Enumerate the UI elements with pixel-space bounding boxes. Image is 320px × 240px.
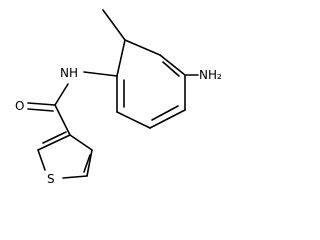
thiophene-bond [62, 175, 88, 179]
ring-double-bond [151, 105, 179, 121]
thiophene-double-bond [42, 131, 67, 144]
carbonyl-oxygen-label: O [15, 99, 24, 113]
n-aryl-bond [83, 71, 118, 77]
thiophene-bond [37, 134, 71, 151]
carbonyl-thiophene-bond [54, 104, 71, 136]
thiophene-bond [86, 149, 93, 177]
molecule-diagram: NH NH₂ O S [15, 9, 222, 186]
thiophene-double-bond [83, 154, 91, 173]
thiophene-sulfur-label: S [47, 172, 55, 186]
thiophene-bond [69, 134, 93, 151]
thiophene-bond [37, 149, 46, 171]
molecule-structure: NH NH₂ O S [15, 9, 222, 186]
methyl-bond [102, 9, 126, 41]
ring-double-bond [162, 61, 180, 77]
carbonyl-bond [27, 102, 56, 106]
ring-bond [116, 111, 151, 129]
ring-bond [116, 39, 126, 77]
amide-nh-label: NH [60, 66, 78, 80]
n-carbonyl-bond [54, 83, 69, 106]
ring-bond [124, 39, 161, 56]
ring-bond [159, 54, 186, 76]
carbonyl-bond [27, 108, 54, 112]
amine-label: NH₂ [199, 68, 222, 82]
ring-bond [149, 109, 186, 129]
